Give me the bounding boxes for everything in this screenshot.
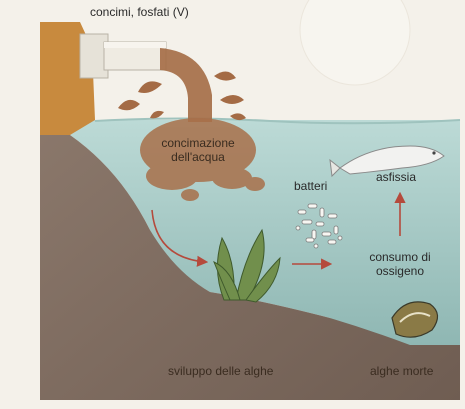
label-oxygen-line2: ossigeno [360,264,440,278]
label-algae-growth: sviluppo delle alghe [168,364,273,378]
label-asphyxia: asfissia [376,170,416,184]
label-fertilization-line1: concimazione [140,136,256,150]
label-oxygen-line1: consumo di [360,250,440,264]
label-dead-algae: alghe morte [370,364,433,378]
label-fertilization: concimazione dell'acqua [140,136,256,164]
label-bacteria: batteri [294,179,327,193]
label-oxygen: consumo di ossigeno [360,250,440,278]
label-fertilization-line2: dell'acqua [140,150,256,164]
label-source: concimi, fosfati (V) [90,5,189,19]
